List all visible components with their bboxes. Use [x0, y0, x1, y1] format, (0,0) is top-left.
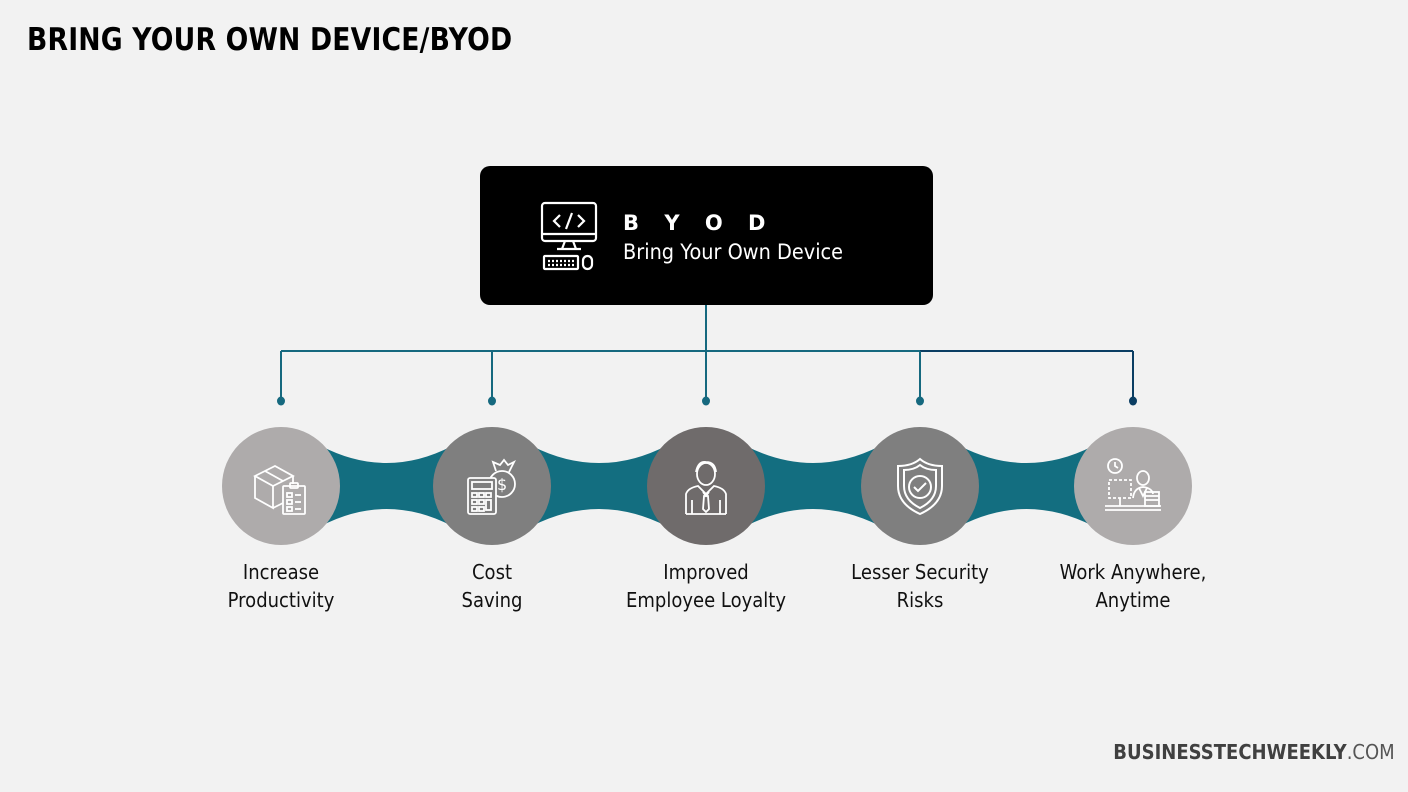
- drop-dot: [277, 396, 285, 406]
- benefit-circle: [222, 427, 340, 545]
- drop-dot: [702, 396, 710, 406]
- band-segment: [532, 446, 666, 526]
- employee-icon: [685, 461, 727, 515]
- page-title: BRING YOUR OWN DEVICE/BYOD: [27, 22, 513, 58]
- drop-dot: [916, 396, 924, 406]
- band-segment: [321, 446, 452, 526]
- benefit-circle: [1074, 427, 1192, 545]
- benefit-circle: [647, 427, 765, 545]
- band-segment: [960, 446, 1093, 526]
- drop-dot: [488, 396, 496, 406]
- calculator-money-bag-icon: $: [467, 458, 517, 515]
- computer-code-icon: [540, 201, 598, 271]
- benefit-label-line2: Risks: [896, 588, 944, 612]
- benefit-circle: [861, 427, 979, 545]
- svg-text:$: $: [497, 475, 507, 494]
- hub-title: B Y O D: [623, 211, 775, 235]
- drop-dot: [1129, 396, 1137, 406]
- shield-check-icon: [897, 457, 943, 516]
- benefit-label-line2: Productivity: [227, 588, 335, 612]
- benefit-label-line1: Increase: [242, 560, 320, 584]
- hub-subtitle: Bring Your Own Device: [623, 240, 844, 264]
- brand-footer: BUSINESSTECHWEEKLY.COM: [1114, 740, 1395, 764]
- benefit-label-line1: Lesser Security: [851, 560, 989, 584]
- benefit-label: Work Anywhere, Anytime: [1034, 558, 1232, 614]
- benefit-label-line1: Cost: [471, 560, 513, 584]
- benefit-label-line1: Work Anywhere,: [1059, 560, 1207, 584]
- band-segment: [746, 446, 880, 526]
- brand-name: BUSINESSTECHWEEKLY: [1113, 740, 1348, 764]
- benefit-label-line2: Employee Loyalty: [625, 588, 786, 612]
- benefit-label-line2: Saving: [461, 588, 523, 612]
- brand-tld: .COM: [1347, 740, 1395, 764]
- box-checklist-icon: [253, 464, 306, 515]
- benefit-label-line2: Anytime: [1095, 588, 1171, 612]
- remote-worker-icon: [1105, 458, 1161, 511]
- byod-hub-box: B Y O D Bring Your Own Device: [480, 166, 933, 305]
- benefit-circle: $: [433, 427, 551, 545]
- benefit-label-line1: Improved: [663, 560, 749, 584]
